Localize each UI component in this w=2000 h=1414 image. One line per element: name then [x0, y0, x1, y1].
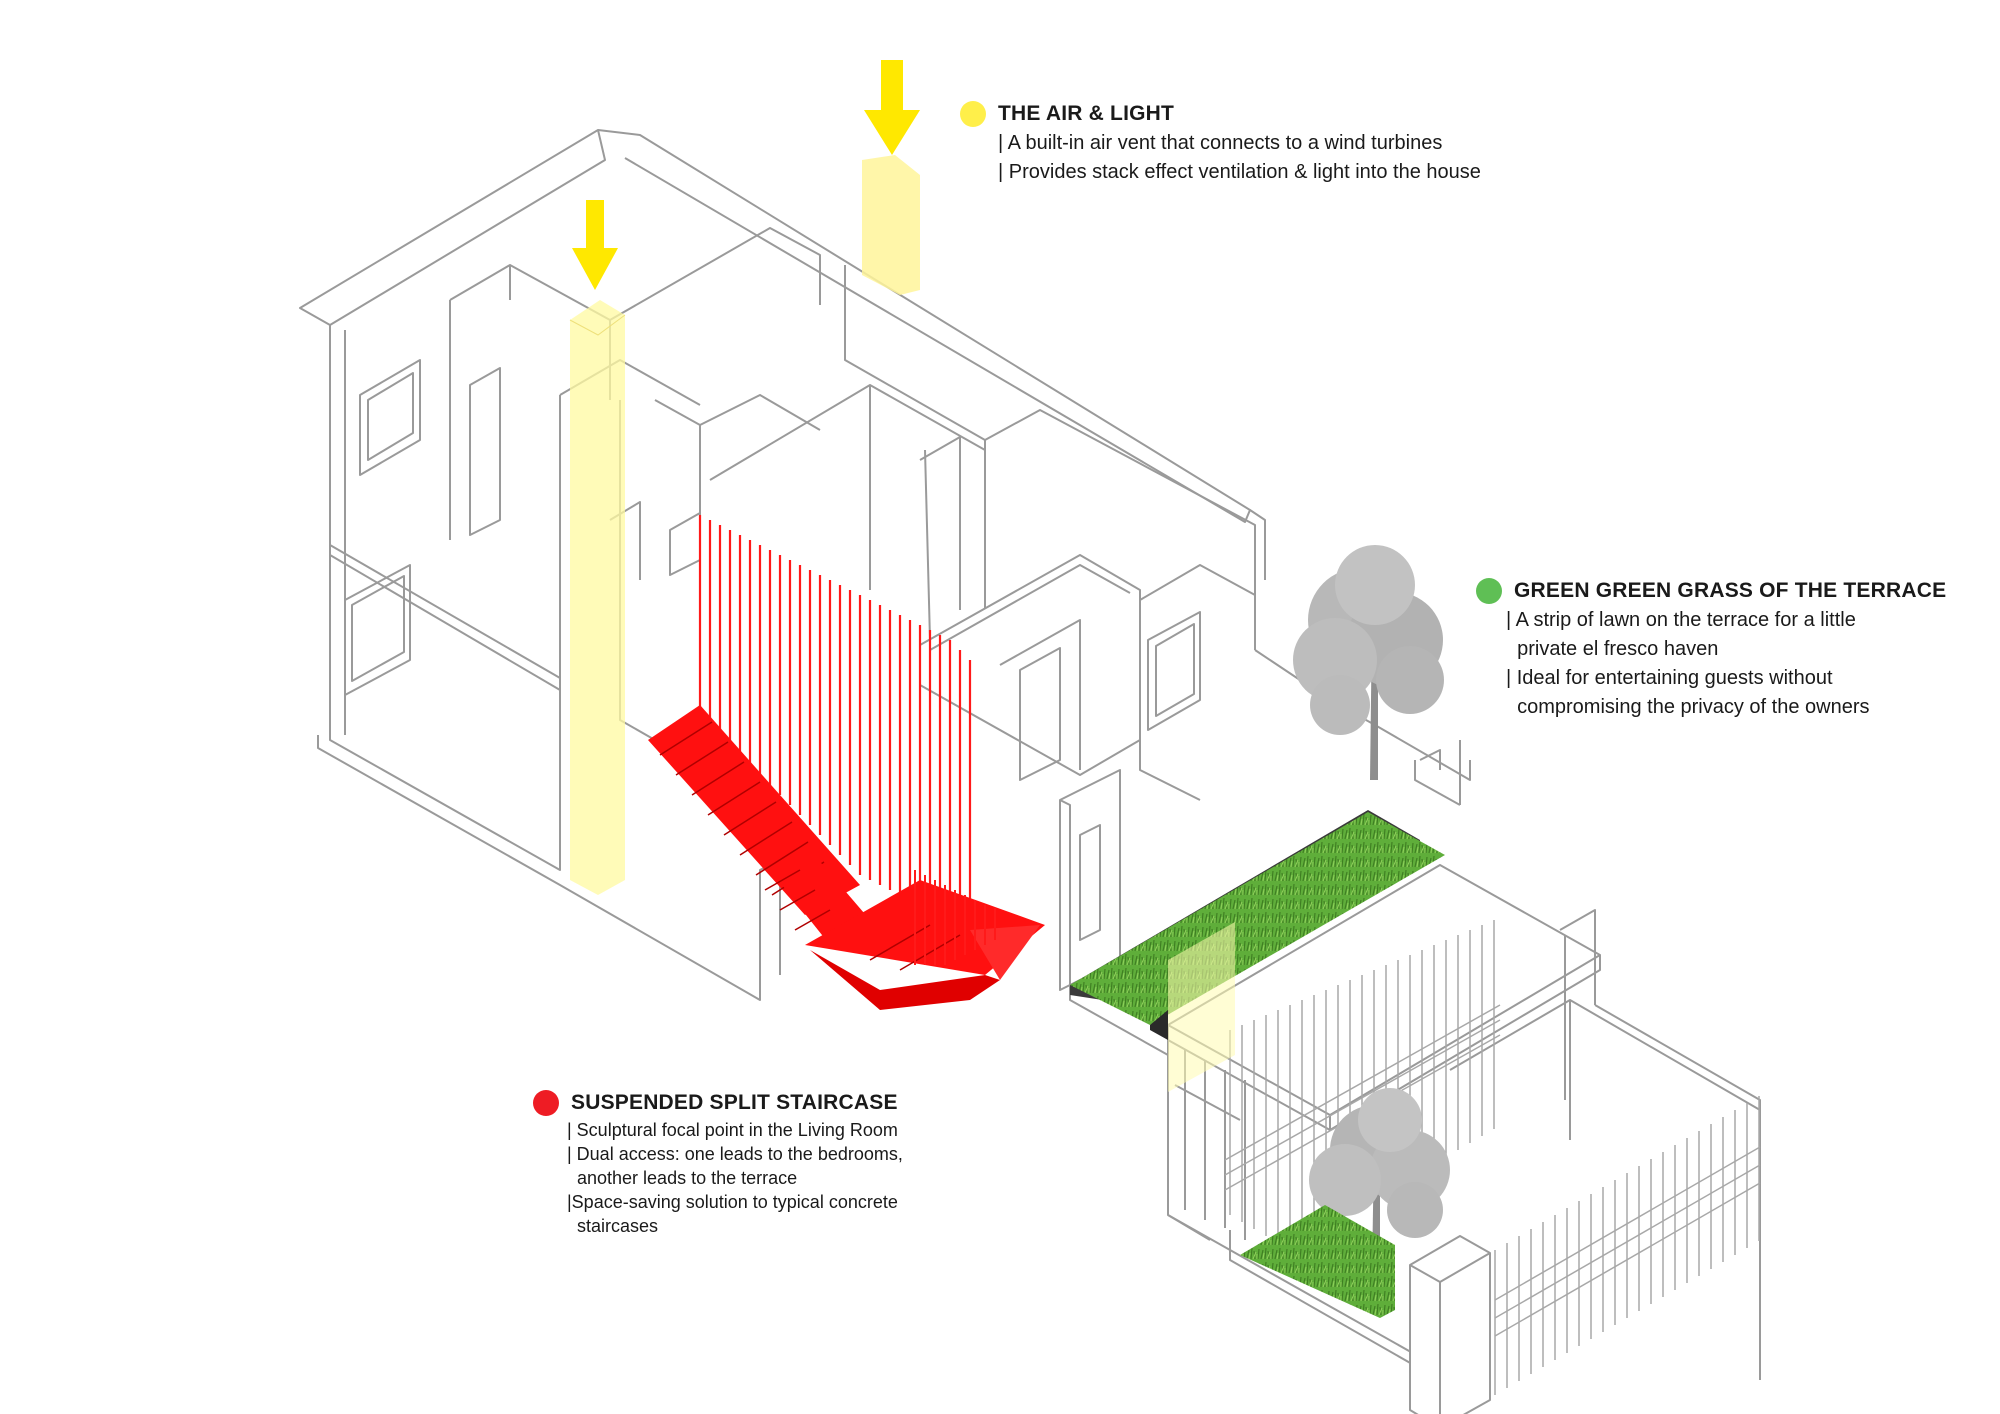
terrace-grass-line: compromising the privacy of the owners — [1506, 696, 1870, 718]
air-flow-arrow-right-icon — [864, 60, 920, 155]
air-light-title: THE AIR & LIGHT — [998, 102, 1175, 125]
staircase-line: another leads to the terrace — [567, 1168, 798, 1188]
terrace-skylight-column — [1168, 922, 1235, 1092]
red-dot-icon — [533, 1090, 559, 1116]
terrace-grass-callout: GREEN GREEN GRASS OF THE TERRACE | A str… — [1476, 578, 1946, 722]
staircase-line: staircases — [567, 1216, 659, 1236]
suspended-staircase — [648, 515, 1045, 1010]
lower-tree-icon — [1309, 1088, 1450, 1270]
air-light-line: | Provides stack effect ventilation & li… — [998, 161, 1481, 183]
front-lawn-patch — [1240, 1205, 1395, 1318]
green-dot-icon — [1476, 578, 1502, 604]
upper-tree-icon — [1293, 545, 1444, 780]
yellow-dot-icon — [960, 101, 986, 127]
staircase-line: | Dual access: one leads to the bedrooms… — [567, 1144, 903, 1164]
staircase-line: | Sculptural focal point in the Living R… — [567, 1120, 898, 1140]
air-flow-arrow-left-icon — [572, 200, 618, 290]
air-light-line: | A built-in air vent that connects to a… — [998, 132, 1443, 154]
terrace-grass-title: GREEN GREEN GRASS OF THE TERRACE — [1514, 579, 1947, 602]
staircase-callout: SUSPENDED SPLIT STAIRCASE | Sculptural f… — [533, 1090, 903, 1238]
terrace-grass-line: private el fresco haven — [1506, 638, 1719, 660]
side-fence-slats — [1494, 1096, 1761, 1395]
air-light-callout: THE AIR & LIGHT | A built-in air vent th… — [960, 101, 1481, 187]
terrace-grass-line: | Ideal for entertaining guests without — [1506, 667, 1833, 689]
terrace-grass-line: | A strip of lawn on the terrace for a l… — [1506, 609, 1856, 631]
staircase-title: SUSPENDED SPLIT STAIRCASE — [571, 1091, 898, 1114]
house-outline — [299, 129, 1761, 1414]
air-shaft-right — [862, 155, 920, 295]
staircase-line: |Space-saving solution to typical concre… — [567, 1192, 898, 1212]
terrace-lawn-strip — [1070, 810, 1445, 1040]
air-shaft-left — [569, 300, 626, 895]
